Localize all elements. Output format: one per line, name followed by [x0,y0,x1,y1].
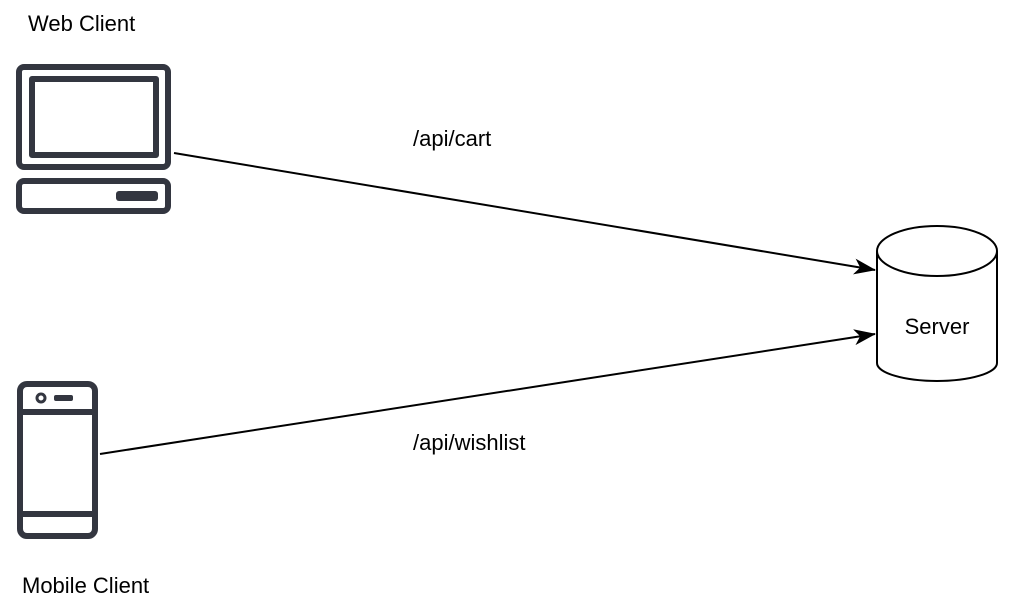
server-label: Server [905,314,970,339]
edge-wishlist-arrow [99,329,876,455]
edge-cart-arrow [173,152,876,275]
edge-cart-label: /api/cart [413,126,491,151]
mobile-phone-icon [17,381,98,539]
web-client-label: Web Client [28,11,135,36]
mobile-client-label: Mobile Client [22,573,149,598]
server-cylinder [876,225,998,382]
desktop-computer-icon [16,64,171,214]
edge-wishlist-label: /api/wishlist [413,430,525,455]
